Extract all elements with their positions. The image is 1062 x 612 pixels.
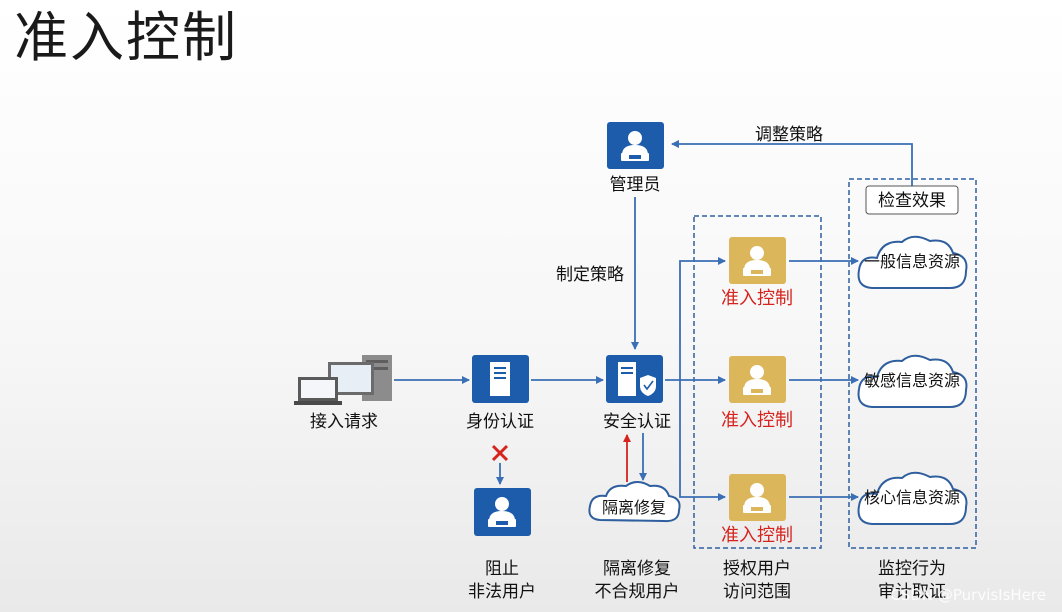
check-effect-label: 检查效果 (878, 191, 946, 211)
cloud-icon (857, 471, 968, 526)
quarantine-label-line2: 不合规用户 (595, 582, 680, 602)
security-auth-label: 安全认证 (603, 412, 671, 432)
blocked-user-node (474, 488, 531, 536)
access-request-label: 接入请求 (310, 412, 378, 432)
access-control-node-1: 准入控制 (721, 237, 793, 309)
resource-cloud-core: 核心信息资源 (857, 471, 968, 526)
block-label-line2: 非法用户 (468, 582, 536, 602)
access-control-node-3: 准入控制 (721, 474, 793, 546)
resource-cloud-sensitive: 敏感信息资源 (857, 354, 968, 409)
shield-server-icon (618, 362, 656, 396)
desktop-computer-icon (294, 355, 392, 405)
quarantine-label-line1: 隔离修复 (603, 559, 671, 579)
make-policy-label: 制定策略 (556, 265, 624, 285)
resource-label: 敏感信息资源 (864, 371, 960, 390)
adjust-policy-label: 调整策略 (755, 125, 823, 145)
authorized-label-line1: 授权用户 (723, 559, 791, 579)
resource-cloud-general: 一般信息资源 (857, 235, 968, 290)
resource-label: 一般信息资源 (864, 252, 960, 271)
cloud-icon (588, 481, 681, 523)
quarantine-cloud-label: 隔离修复 (602, 498, 666, 517)
security-auth-node: 安全认证 (603, 355, 671, 432)
access-control-label: 准入控制 (721, 525, 793, 546)
admin-label: 管理员 (610, 175, 661, 195)
access-control-label: 准入控制 (721, 288, 793, 309)
monitor-label-line2: 审计取证 (878, 582, 946, 602)
block-label-line1: 阻止 (485, 559, 519, 579)
access-control-node-2: 准入控制 (721, 356, 793, 431)
x-mark-icon (491, 444, 509, 462)
authorized-scope-group (693, 215, 822, 549)
authorized-label-line2: 访问范围 (723, 582, 791, 602)
check-effect-box (865, 185, 959, 215)
access-control-label: 准入控制 (721, 410, 793, 431)
adjust-policy-arrow (671, 140, 913, 187)
cloud-icon (857, 354, 968, 409)
branch-arrow-1 (665, 257, 726, 381)
cloud-icon (857, 235, 968, 290)
branch-arrow-3 (679, 380, 726, 501)
admin-node: 管理员 (607, 122, 664, 195)
monitor-label-line1: 监控行为 (878, 559, 946, 579)
identity-auth-label: 身份认证 (466, 412, 534, 432)
resource-label: 核心信息资源 (864, 488, 960, 507)
page-title: 准入控制 (14, 6, 238, 69)
watermark: CSDN @PurvisIsHere (890, 586, 1046, 604)
identity-auth-node: 身份认证 (466, 355, 534, 432)
server-icon (490, 362, 510, 396)
